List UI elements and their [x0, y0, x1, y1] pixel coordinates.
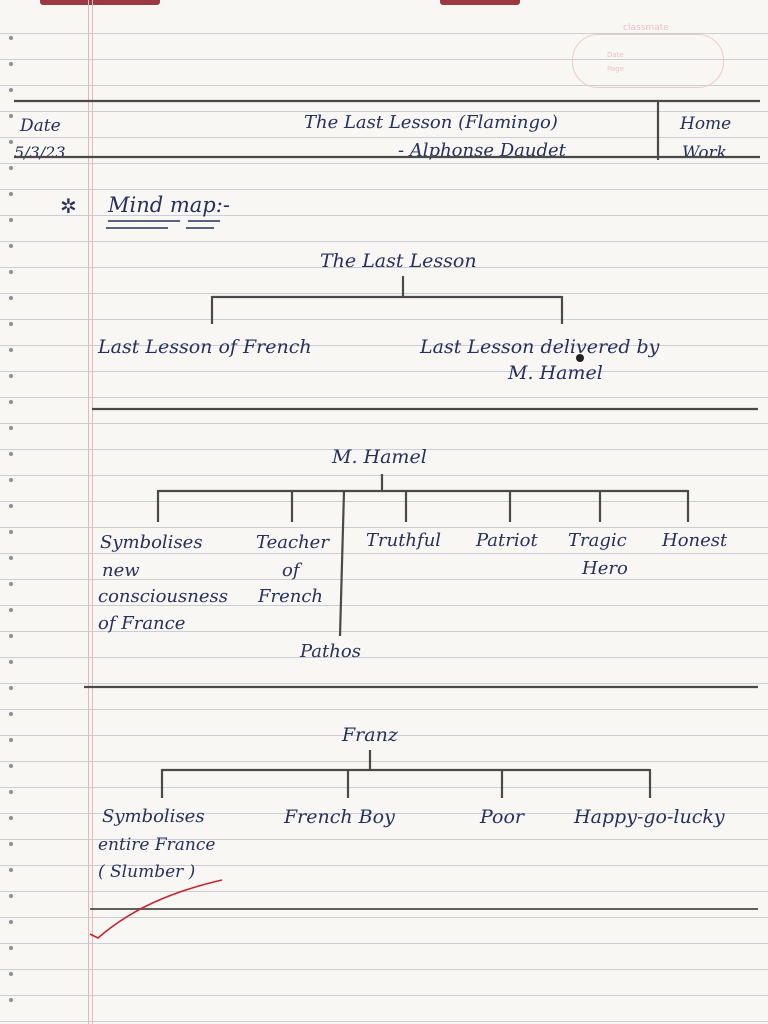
page-title: The Last Lesson (Flamingo)	[304, 112, 558, 133]
map2-child-1-line-4: of France	[98, 613, 186, 634]
binding-hole	[9, 660, 13, 664]
map2-bottom-label: Pathos	[300, 641, 361, 662]
binding-hole	[9, 296, 13, 300]
binding-hole	[9, 894, 13, 898]
binding-hole	[9, 998, 13, 1002]
map3-child-1-line-1: Symbolises	[102, 806, 205, 827]
stamp-page-label: Page	[607, 65, 624, 73]
binding-hole	[9, 218, 13, 222]
binding-strip	[440, 0, 520, 5]
map2-child-2-line-3: French	[258, 586, 324, 607]
binding-hole	[9, 62, 13, 66]
map3-child-4: Happy-go-lucky	[574, 806, 725, 828]
binding-hole	[9, 348, 13, 352]
map2-child-4: Patriot	[476, 530, 538, 551]
binding-hole	[9, 270, 13, 274]
map2-pathos-stem	[338, 490, 346, 637]
author-line: - Alphonse Daudet	[398, 140, 566, 161]
binding-hole	[9, 452, 13, 456]
binding-hole	[9, 374, 13, 378]
brand-stamp: classmate Date Page	[572, 23, 724, 88]
binding-hole	[9, 36, 13, 40]
map1-branch-right-line2: M. Hamel	[508, 362, 603, 384]
binding-hole	[9, 738, 13, 742]
map2-child-1-line-2: new	[102, 560, 140, 581]
map2-child-1-line-3: consciousness	[98, 586, 228, 607]
binding-hole	[9, 140, 13, 144]
map1-branch-right-line1: Last Lesson delivered by	[420, 336, 660, 358]
binding-hole	[9, 166, 13, 170]
binding-hole	[9, 634, 13, 638]
binding-hole	[9, 686, 13, 690]
binding-hole	[9, 192, 13, 196]
binding-hole	[9, 322, 13, 326]
map3-child-1-line-3: ( Slumber )	[98, 862, 196, 882]
map3-child-2: French Boy	[284, 806, 395, 828]
binding-hole	[9, 842, 13, 846]
binding-hole	[9, 946, 13, 950]
binding-hole	[9, 556, 13, 560]
stamp-date-label: Date	[607, 51, 624, 59]
binding-hole	[9, 400, 13, 404]
red-check-mark	[89, 879, 223, 939]
binding-hole	[9, 764, 13, 768]
binding-hole	[9, 972, 13, 976]
map2-root: M. Hamel	[332, 446, 427, 468]
mind-map-heading: Mind map:-	[108, 193, 230, 217]
margin-line	[88, 0, 89, 1024]
map2-child-2-line-1: Teacher	[256, 532, 329, 553]
margin-line	[92, 0, 93, 1024]
binding-hole	[9, 426, 13, 430]
map2-child-1-line-1: Symbolises	[100, 532, 203, 553]
binding-hole	[9, 582, 13, 586]
map2-child-3: Truthful	[366, 530, 442, 551]
binding-hole	[9, 244, 13, 248]
map2-child-6: Honest	[662, 530, 728, 551]
map2-child-5-line-2: Hero	[582, 558, 628, 579]
binding-hole	[9, 816, 13, 820]
map3-child-3: Poor	[480, 806, 524, 828]
work-type-line1: Home	[680, 114, 732, 134]
binding-hole	[9, 478, 13, 482]
binding-hole	[9, 712, 13, 716]
binding-strip	[40, 0, 160, 5]
map2-child-2-line-2: of	[282, 560, 300, 581]
section-marker: ✲	[60, 194, 77, 218]
map2-child-5-line-1: Tragic	[568, 530, 627, 551]
date-label: Date	[20, 116, 61, 136]
map1-root: The Last Lesson	[320, 250, 477, 272]
binding-hole	[9, 88, 13, 92]
binding-hole	[9, 114, 13, 118]
map3-root: Franz	[342, 724, 398, 746]
binding-hole	[9, 530, 13, 534]
map3-child-1-line-2: entire France	[98, 835, 216, 855]
binding-hole	[9, 868, 13, 872]
ink-dot	[576, 354, 584, 362]
binding-hole	[9, 790, 13, 794]
binding-hole	[9, 920, 13, 924]
binding-hole	[9, 608, 13, 612]
map1-branch-left: Last Lesson of French	[98, 336, 312, 358]
brand-name: classmate	[623, 23, 669, 33]
binding-hole	[9, 504, 13, 508]
